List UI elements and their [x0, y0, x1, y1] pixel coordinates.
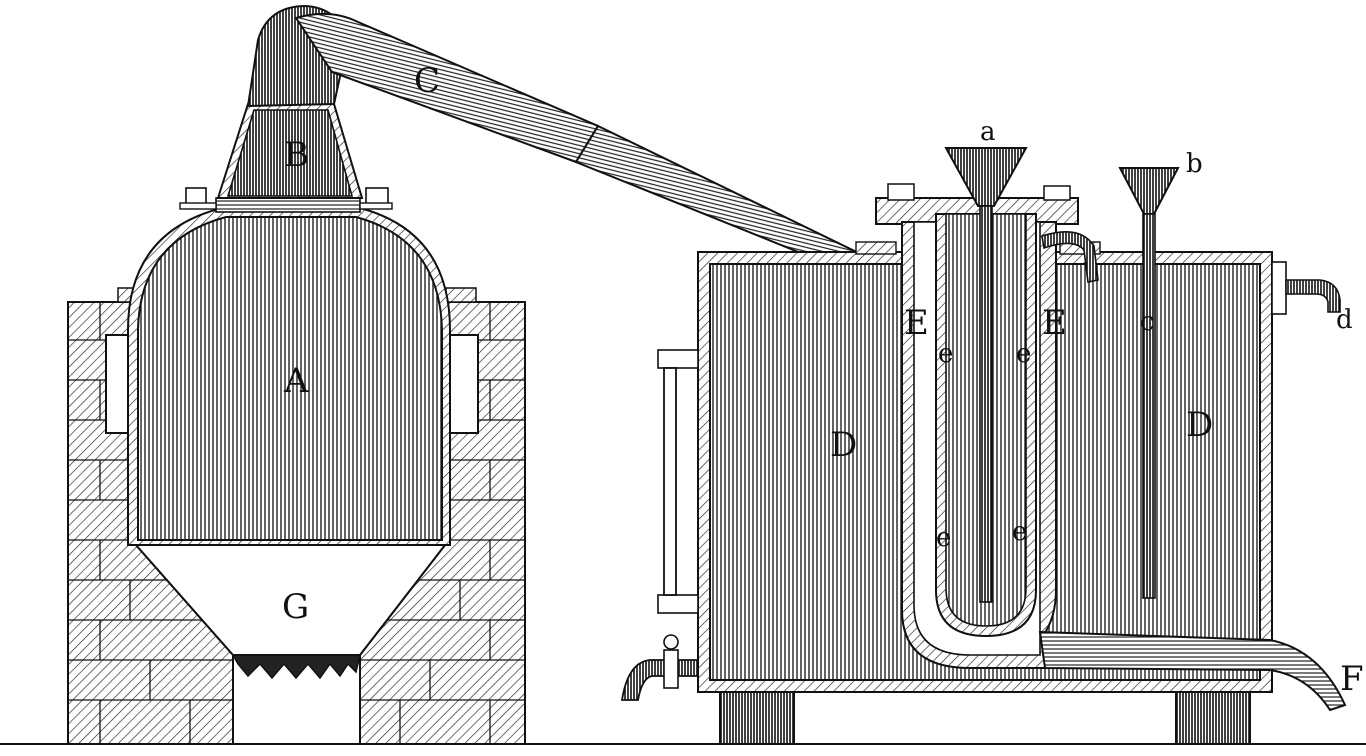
label-A: A [283, 361, 309, 401]
label-E-left: E [904, 303, 929, 343]
label-D-right: D [1186, 405, 1213, 445]
label-F: F [1340, 659, 1364, 699]
outlet-d [1271, 261, 1341, 315]
label-G: G [282, 587, 309, 627]
vent-tube [1041, 230, 1099, 283]
label-e-lower-left: e [936, 523, 951, 553]
furnace [67, 287, 526, 745]
label-d: d [1336, 305, 1353, 335]
label-E-right: E [1042, 303, 1067, 343]
labels: A B C D D E E F G a b d c e e e e [282, 61, 1364, 699]
label-e-upper-right: e [1016, 339, 1031, 369]
label-b: b [1186, 149, 1203, 179]
head-B [216, 103, 364, 199]
funnel-b [1118, 167, 1180, 599]
label-a: a [980, 117, 996, 147]
boiler-A [127, 187, 451, 546]
label-D-left: D [830, 425, 857, 465]
label-c: c [1140, 307, 1155, 337]
label-e-lower-right: e [1012, 517, 1027, 547]
funnel-a [944, 147, 1028, 603]
label-B: B [284, 135, 309, 175]
label-C: C [414, 61, 440, 101]
label-e-upper-left: e [938, 339, 953, 369]
